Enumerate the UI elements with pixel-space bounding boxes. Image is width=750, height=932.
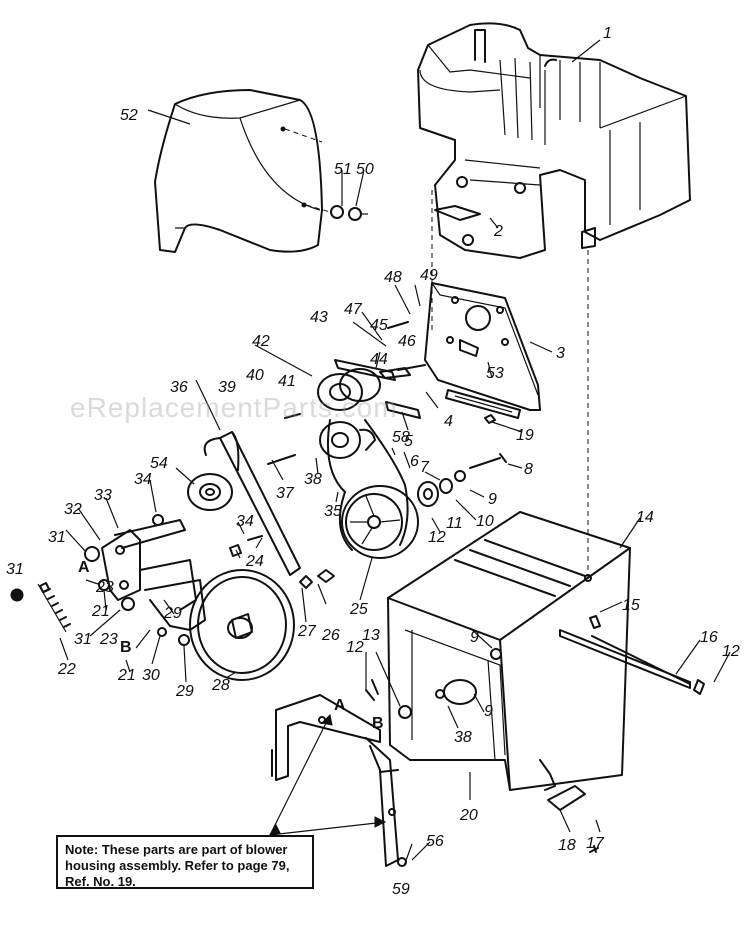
callout-12a: 12: [428, 529, 446, 546]
callout-11: 11: [446, 515, 463, 532]
callout-24: 24: [245, 553, 264, 570]
callout-9c: 9: [484, 703, 493, 720]
callout-40: 40: [246, 367, 264, 384]
callout-17: 17: [586, 835, 605, 852]
callout-1: 1: [603, 25, 612, 42]
housing-brackets: [271, 679, 407, 867]
note-arrows: [268, 713, 387, 836]
callout-5: 5: [404, 433, 413, 450]
engine-1: [417, 22, 691, 580]
callout-28: 28: [211, 677, 230, 694]
callout-A-bracket: A: [334, 697, 346, 714]
bracket-assembly: [10, 514, 335, 646]
callout-10: 10: [476, 513, 494, 530]
callout-52: 52: [120, 107, 138, 124]
note-box: Note: These parts are part of blower hou…: [56, 835, 314, 889]
callout-38b: 38: [454, 729, 472, 746]
callout-8: 8: [524, 461, 533, 478]
note-line-2: housing assembly. Refer to page 79,: [65, 858, 290, 873]
callout-58: 58: [392, 429, 410, 446]
callout-31a: 31: [6, 561, 24, 578]
callout-45: 45: [370, 317, 388, 334]
callout-37: 37: [276, 485, 295, 502]
callout-9: 9: [488, 491, 497, 508]
callout-23b: 23: [99, 631, 118, 648]
callout-54: 54: [150, 455, 168, 472]
callout-4: 4: [444, 413, 453, 430]
callout-18: 18: [558, 837, 576, 854]
callout-12c: 12: [346, 639, 364, 656]
callout-6: 6: [410, 453, 419, 470]
callout-59: 59: [392, 881, 410, 898]
callout-26: 26: [321, 627, 340, 644]
callout-53: 53: [486, 365, 504, 382]
callout-19: 19: [516, 427, 534, 444]
callout-30: 30: [142, 667, 160, 684]
callout-51: 51: [334, 161, 352, 178]
callout-56: 56: [426, 833, 444, 850]
callout-31b: 31: [48, 529, 66, 546]
callout-21a: 21: [91, 603, 110, 620]
callout-29b: 29: [175, 683, 194, 700]
belt-cover-52: [154, 89, 368, 253]
note-line-3: Ref. No. 19.: [65, 874, 136, 889]
callout-23a: 23: [95, 579, 114, 596]
callout-12b: 12: [722, 643, 740, 660]
callout-50: 50: [356, 161, 374, 178]
callout-39: 39: [218, 379, 236, 396]
callout-35: 35: [324, 503, 342, 520]
callout-7: 7: [420, 459, 430, 476]
idler-assembly: [267, 321, 426, 465]
callout-9b: 9: [470, 629, 479, 646]
pulley-25: [341, 485, 419, 559]
callout-41: 41: [278, 373, 296, 390]
callout-32: 32: [64, 501, 82, 518]
callout-49: 49: [420, 267, 438, 284]
callout-27: 27: [297, 623, 317, 640]
leader-lines: [59, 39, 731, 867]
callout-34a: 34: [134, 471, 152, 488]
callout-21b: 21: [117, 667, 136, 684]
pulley-28: [189, 569, 295, 681]
shaft-16: [591, 635, 705, 695]
callout-16: 16: [700, 629, 718, 646]
callout-22: 22: [57, 661, 76, 678]
callout-14: 14: [636, 509, 654, 526]
callout-25: 25: [349, 601, 368, 618]
mount-plate-3: [424, 282, 541, 424]
callout-13: 13: [362, 627, 380, 644]
blower-housing-14: [387, 511, 691, 853]
callout-43: 43: [310, 309, 328, 326]
callout-A-left: A: [78, 559, 90, 576]
callout-34b: 34: [236, 513, 254, 530]
callout-2: 2: [493, 223, 503, 240]
callout-29a: 29: [163, 605, 182, 622]
pulley-54: [187, 473, 233, 511]
callout-B-left: B: [120, 639, 132, 656]
callout-44: 44: [370, 351, 388, 368]
callout-46: 46: [398, 333, 416, 350]
callout-47: 47: [344, 301, 363, 318]
callout-38a: 38: [304, 471, 322, 488]
callout-48: 48: [384, 269, 402, 286]
watermark: eReplacementParts.com: [70, 392, 398, 423]
note-line-1: Note: These parts are part of blower: [65, 842, 288, 857]
callout-42: 42: [252, 333, 270, 350]
bearing-11: [417, 453, 507, 507]
drive-belts: [203, 419, 409, 576]
callout-B-bracket: B: [372, 715, 384, 732]
callout-15: 15: [622, 597, 640, 614]
callout-labels: 1 2 3 4 5 6 7 8 9 10 11 12 13 14 15 16 1…: [6, 25, 740, 898]
callout-36: 36: [170, 379, 188, 396]
callout-3: 3: [556, 345, 565, 362]
callout-33: 33: [94, 487, 112, 504]
callout-31c: 31: [74, 631, 92, 648]
callout-20: 20: [459, 807, 478, 824]
